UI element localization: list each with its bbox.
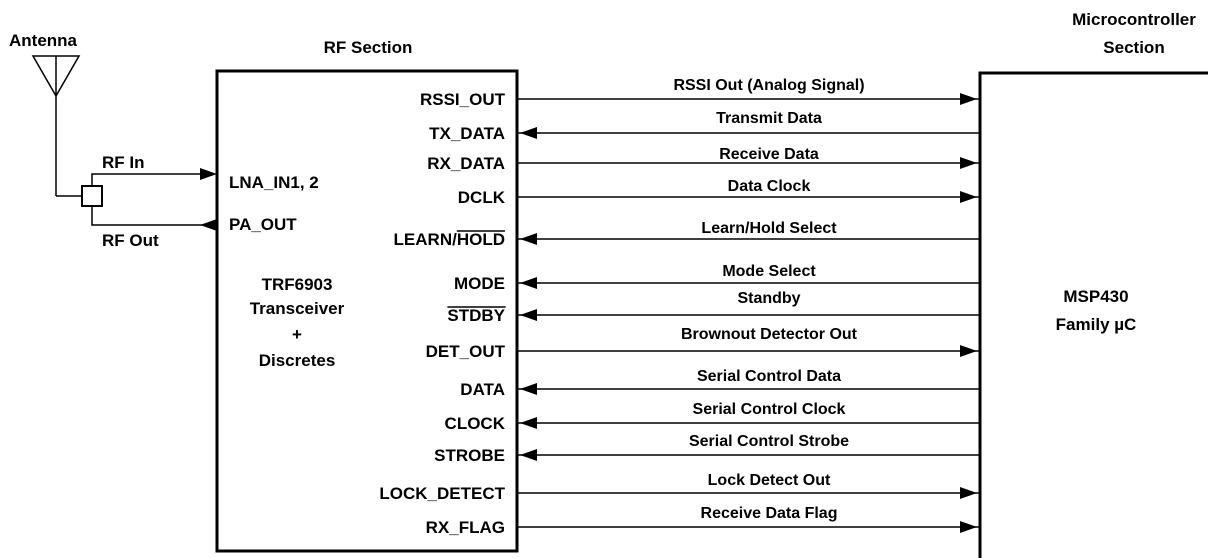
signal-row: DCLK Data Clock <box>458 178 980 207</box>
rf-body-line: Transceiver <box>250 299 345 318</box>
pin-pa-out: PA_OUT <box>229 215 297 234</box>
signal-row: DET_OUT Brownout Detector Out <box>426 326 980 361</box>
signal-row: MODE Mode Select <box>454 263 980 293</box>
signal-description: Transmit Data <box>716 110 822 127</box>
signal-row: RX_FLAG Receive Data Flag <box>426 505 980 537</box>
arrowhead-icon <box>520 277 537 289</box>
arrowhead-icon <box>520 309 537 321</box>
pin-label: TX_DATA <box>429 124 505 143</box>
pin-label: STROBE <box>434 446 505 465</box>
mcu-title-line: Section <box>1103 38 1164 57</box>
signal-row: TX_DATA Transmit Data <box>429 110 980 143</box>
arrowhead-icon <box>520 417 537 429</box>
arrowhead-icon <box>960 93 977 105</box>
signal-row: RX_DATA Receive Data <box>427 146 980 173</box>
rf-in-label: RF In <box>102 153 145 172</box>
rf-body-line: Discretes <box>259 351 336 370</box>
arrowhead-icon <box>960 345 977 357</box>
pin-lna-in: LNA_IN1, 2 <box>229 173 319 192</box>
signal-row: CLOCK Serial Control Clock <box>445 401 980 433</box>
rf-in-wire <box>91 168 217 186</box>
signal-description: RSSI Out (Analog Signal) <box>673 77 864 94</box>
antenna-label: Antenna <box>9 31 78 50</box>
arrowhead-icon <box>520 383 537 395</box>
pin-label: DET_OUT <box>426 342 506 361</box>
signal-row: LEARN/HOLD Learn/Hold Select <box>394 220 980 249</box>
signal-row: STDBY Standby <box>447 290 980 325</box>
mcu-body-line: MSP430 <box>1063 287 1128 306</box>
pin-label: CLOCK <box>445 414 506 433</box>
pin-label: DCLK <box>458 188 506 207</box>
pin-label: RX_DATA <box>427 154 505 173</box>
signal-description: Lock Detect Out <box>708 472 831 489</box>
arrowhead-icon <box>960 487 977 499</box>
antenna-icon <box>31 55 82 197</box>
rf-body-line: + <box>292 325 302 344</box>
pin-label: RSSI_OUT <box>420 90 506 109</box>
signal-description: Learn/Hold Select <box>701 220 837 237</box>
signal-description: Serial Control Strobe <box>689 433 849 450</box>
signal-description: Serial Control Clock <box>693 401 846 418</box>
pin-label: STDBY <box>447 306 505 325</box>
signal-description: Data Clock <box>728 178 811 195</box>
signal-row: RSSI_OUT RSSI Out (Analog Signal) <box>420 77 980 109</box>
signal-row: LOCK_DETECT Lock Detect Out <box>379 472 980 503</box>
pin-label: MODE <box>454 274 505 293</box>
pin-label: LEARN/HOLD <box>394 230 505 249</box>
duplexer <box>81 185 103 207</box>
mcu-body-line: Family µC <box>1056 315 1137 334</box>
signal-description: Brownout Detector Out <box>681 326 858 343</box>
arrowhead-icon <box>520 233 537 245</box>
mcu-section-box <box>978 71 1208 558</box>
arrowhead-icon <box>960 191 977 203</box>
pin-label: RX_FLAG <box>426 518 505 537</box>
rf-body-line: TRF6903 <box>262 275 333 294</box>
rf-out-label: RF Out <box>102 231 159 250</box>
arrowhead-icon <box>520 127 537 139</box>
arrowhead-icon <box>960 521 977 533</box>
arrowhead-icon <box>960 157 977 169</box>
signal-description: Mode Select <box>722 263 816 280</box>
signal-description: Serial Control Data <box>697 368 841 385</box>
signal-description: Receive Data <box>719 146 819 163</box>
signal-row: DATA Serial Control Data <box>460 368 980 399</box>
pin-label: LOCK_DETECT <box>379 484 505 503</box>
rf-section-title: RF Section <box>324 38 413 57</box>
rf-out-wire <box>91 206 217 231</box>
pin-label: DATA <box>460 380 505 399</box>
signal-description: Receive Data Flag <box>701 505 838 522</box>
signal-description: Standby <box>737 290 800 307</box>
rf-section-box <box>215 69 519 553</box>
mcu-title-line: Microcontroller <box>1072 10 1196 29</box>
rf-body-text: TRF6903 Transceiver + Discretes <box>250 275 345 370</box>
signal-row: STROBE Serial Control Strobe <box>434 433 980 465</box>
arrowhead-icon <box>520 449 537 461</box>
